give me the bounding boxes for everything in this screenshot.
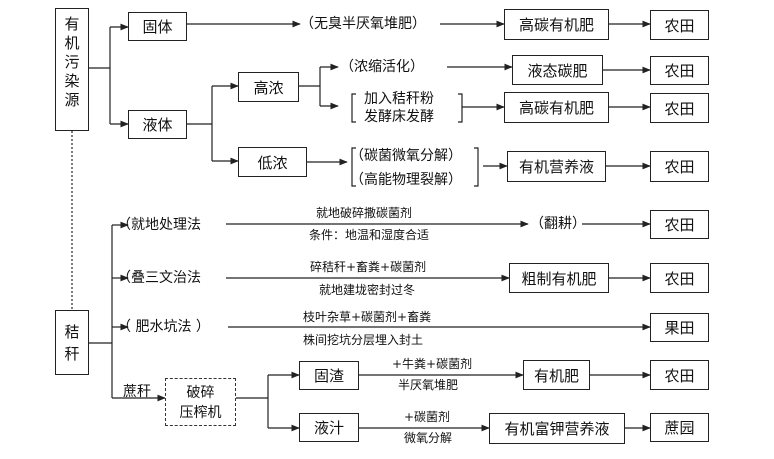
organic-pollution-source-box: 有 机 污 染 源	[55, 8, 89, 131]
destination-label: 农田	[664, 16, 695, 35]
sandwich-step-1: 碎秸秆+畜粪+碳菌剂	[310, 260, 427, 274]
source-char: 源	[64, 91, 80, 109]
local-treatment-method-label: （就地处理法	[117, 217, 201, 233]
residue-label: 固渣	[313, 367, 344, 385]
low-concentration-box: 低浓	[238, 147, 307, 177]
potassium-nutrient-solution-box: 有机富钾营养液	[489, 413, 625, 444]
juice-label: 液汁	[313, 419, 344, 437]
solid-label: 固体	[142, 18, 173, 36]
sandwich-step-2: 就地建垅密封过冬	[319, 283, 416, 297]
high-concentration-box: 高浓	[238, 72, 299, 102]
destination-label: 农田	[664, 216, 695, 234]
organic-nutrient-solution-box: 有机营养液	[507, 151, 606, 182]
concentrate-process-label: （浓缩活化）	[340, 59, 424, 75]
product-label: 有机富钾营养液	[504, 420, 610, 438]
high-carbon-fertilizer-box: 高碳有机肥	[504, 92, 609, 123]
farmland-box: 农田	[650, 56, 709, 85]
liquid-label: 液体	[142, 116, 173, 134]
destination-label: 农田	[664, 99, 695, 118]
solid-residue-box: 固渣	[299, 361, 359, 390]
high-carbon-fertilizer-box: 高碳有机肥	[504, 9, 609, 40]
product-label: 有机肥	[533, 366, 579, 385]
product-label: 粗制有机肥	[521, 269, 597, 288]
liquid-carbon-fertilizer-box: 液态碳肥	[512, 55, 603, 85]
farmland-box: 农田	[650, 151, 709, 182]
plowing-label: （翻耕）	[530, 216, 586, 232]
orchard-box: 果田	[650, 313, 709, 342]
crude-organic-fertilizer-box: 粗制有机肥	[509, 263, 609, 293]
farmland-box: 农田	[650, 210, 709, 239]
residue-step-2: 半厌氧堆肥	[398, 378, 459, 392]
ferment-bed-label: 发酵床发酵	[364, 109, 434, 125]
juice-box: 液汁	[299, 413, 359, 442]
destination-label: 果田	[664, 319, 695, 337]
crusher-line-1: 破碎	[186, 385, 215, 401]
product-label: 高碳有机肥	[518, 16, 594, 34]
source-char: 染	[64, 72, 80, 90]
straw-source-box: 秸 秆	[55, 310, 89, 375]
farmland-box: 农田	[650, 263, 709, 293]
sugarcane-stalk-label: 蔗秆	[123, 384, 151, 400]
source-char: 有	[64, 15, 80, 33]
farmland-box: 农田	[650, 360, 709, 390]
destination-label: 蔗园	[664, 419, 695, 437]
product-label: 高碳有机肥	[518, 99, 594, 117]
farmland-box: 农田	[650, 10, 709, 40]
manure-pit-step-1: 枝叶杂草+碳菌剂+畜粪	[303, 310, 432, 324]
manure-pit-method-label: （ 肥水坑法 ）	[117, 319, 210, 335]
sugarcane-field-box: 蔗园	[650, 413, 709, 442]
source-char: 秆	[64, 345, 80, 363]
destination-label: 农田	[664, 269, 695, 288]
source-char: 秸	[64, 323, 80, 341]
high-conc-label: 高浓	[253, 78, 284, 97]
local-treatment-step-1: 就地破碎撒碳菌剂	[316, 206, 413, 220]
crusher-press-box: 破碎 压榨机	[165, 378, 236, 426]
juice-step-1: +碳菌剂	[404, 410, 451, 424]
low-conc-label: 低浓	[257, 153, 288, 172]
product-label: 有机营养液	[518, 158, 594, 176]
farmland-box: 农田	[650, 93, 709, 123]
product-label: 液态碳肥	[527, 61, 588, 80]
residue-step-1: +牛粪+碳菌剂	[392, 357, 473, 371]
source-char: 污	[64, 53, 80, 71]
microbe-process-label: （碳菌微氧分解）	[350, 148, 462, 164]
destination-label: 农田	[664, 366, 695, 385]
manure-pit-step-2: 株间挖坑分层埋入封土	[303, 333, 424, 347]
juice-step-2: 微氧分解	[404, 431, 453, 445]
organic-fertilizer-box: 有机肥	[523, 360, 590, 390]
source-char: 机	[64, 34, 80, 52]
sandwich-method-label: （叠三文治法	[117, 270, 201, 286]
efficient-process-label: （高能物理裂解）	[350, 172, 462, 188]
solid-box: 固体	[128, 12, 187, 41]
compost-process-label: （无臭半厌氧堆肥）	[300, 16, 426, 32]
crusher-line-2: 压榨机	[179, 405, 222, 421]
liquid-box: 液体	[128, 110, 187, 139]
local-treatment-step-2: 条件：地温和湿度合适	[309, 228, 430, 242]
destination-label: 农田	[664, 62, 695, 80]
destination-label: 农田	[664, 158, 695, 176]
add-straw-label: 加入秸秆粉	[364, 91, 434, 107]
